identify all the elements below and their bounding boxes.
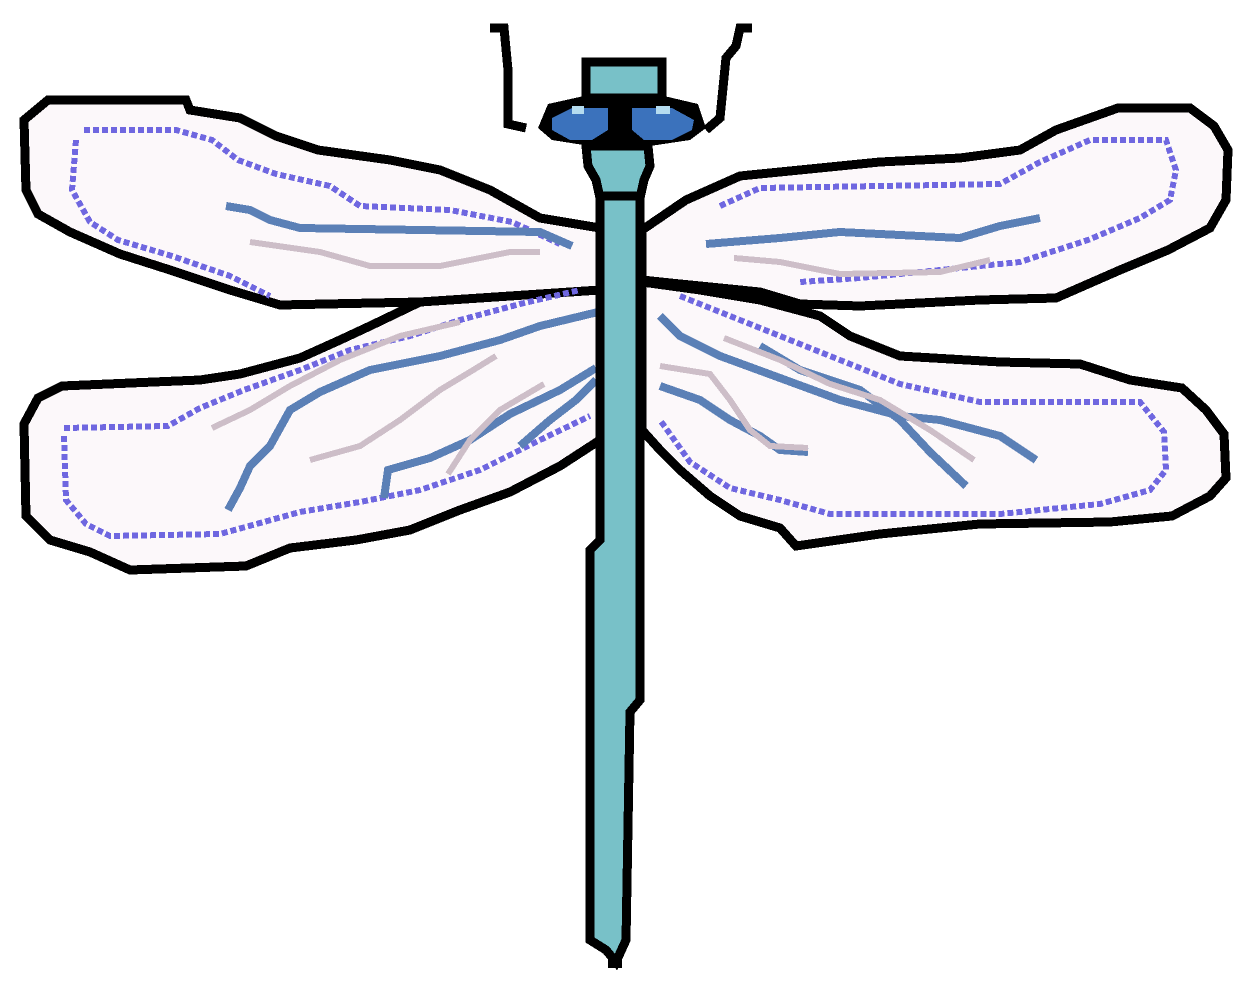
right-hindwing-pink-vein-1	[722, 335, 976, 463]
right-eye-icon	[632, 108, 694, 140]
left-hindwing-pink-vein-1	[210, 319, 461, 431]
left-forewing-vein	[225, 202, 574, 250]
right-forewing-pink-vein	[733, 255, 991, 278]
left-forewing-dots-lower	[68, 139, 272, 299]
left-eye-icon	[552, 108, 608, 140]
left-antenna-icon	[490, 23, 527, 133]
thorax	[581, 141, 655, 203]
left-hindwing-dots-lower	[61, 413, 592, 540]
left-forewing-dots	[84, 127, 562, 247]
left-hindwing-vein-3	[517, 377, 599, 450]
right-forewing	[637, 103, 1233, 311]
right-hindwing-pink-vein-2	[659, 363, 809, 451]
left-hindwing-dots	[63, 287, 581, 431]
right-hindwing	[637, 276, 1231, 551]
right-hindwing-vein-2	[658, 382, 809, 456]
wing-veins-pink	[210, 239, 991, 476]
right-antenna-icon	[703, 23, 752, 134]
body	[581, 141, 655, 971]
right-forewing-vein	[705, 214, 1041, 248]
tail-tip	[608, 956, 622, 968]
left-hindwing-pink-vein-2	[309, 353, 498, 463]
left-hindwing	[19, 285, 605, 575]
left-eye-highlight	[572, 106, 584, 114]
abdomen	[585, 191, 645, 971]
left-hindwing-vein-1	[224, 308, 599, 512]
antennae	[490, 23, 752, 134]
right-eye-highlight	[656, 106, 670, 114]
head	[538, 57, 706, 146]
left-hindwing-pink-vein-3	[445, 381, 546, 476]
wing-dot-borders	[61, 127, 1180, 540]
left-forewing	[19, 95, 605, 310]
left-forewing-pink-vein	[249, 239, 540, 269]
head-top	[581, 57, 667, 103]
right-hindwing-dots	[657, 293, 1170, 517]
right-hindwing-vein-1	[657, 313, 1039, 464]
